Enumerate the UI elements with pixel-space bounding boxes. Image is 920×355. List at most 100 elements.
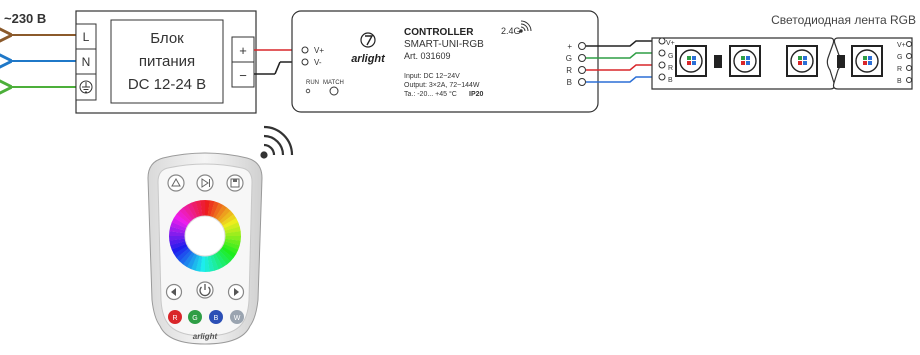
color-wheel-segment[interactable]	[173, 213, 190, 226]
color-wheel-segment[interactable]	[224, 231, 241, 237]
strip-pad-r: R	[668, 65, 673, 72]
power-supply-label-box	[110, 19, 224, 104]
color-wheel-segment[interactable]	[195, 255, 203, 272]
wire-g	[586, 52, 662, 59]
controller-model: SMART-UNI-RGB	[404, 39, 484, 50]
color-wheel-segment[interactable]	[220, 214, 237, 227]
color-wheel-segment[interactable]	[215, 204, 228, 221]
wire-plus	[586, 40, 662, 47]
remote-save-button[interactable]	[226, 174, 244, 192]
color-wheel-segment[interactable]	[191, 201, 200, 218]
match-label: MATCH	[323, 80, 344, 86]
color-wheel-segment[interactable]	[219, 210, 234, 224]
color-wheel-segment[interactable]	[171, 217, 188, 229]
controller: V+ V- arlight CONTROLLER SMART-UNI-RGB A…	[291, 10, 599, 113]
remote-wireless-icon	[260, 125, 294, 159]
color-wheel-segment[interactable]	[210, 201, 219, 218]
wire-r	[586, 64, 662, 71]
color-wheel-segment[interactable]	[205, 200, 210, 217]
remote-red-button[interactable]: R	[168, 310, 182, 324]
color-wheel-segment[interactable]	[219, 248, 234, 262]
terminal-l-label: L	[83, 30, 90, 44]
color-wheel-segment[interactable]	[207, 255, 215, 272]
remote-play-button[interactable]	[196, 174, 214, 192]
spec-ip: IP20	[469, 91, 484, 98]
output-b-label: B	[567, 78, 572, 87]
ground-icon	[79, 80, 93, 94]
output-r-terminal	[578, 66, 586, 74]
wire-b	[586, 76, 662, 83]
supply-plus-label: +	[239, 43, 247, 58]
strip-pad-g-right: G	[897, 54, 902, 61]
color-wheel-segment[interactable]	[179, 207, 193, 222]
color-wheel-segment[interactable]	[170, 222, 187, 231]
color-wheel-segment[interactable]	[224, 238, 241, 246]
color-wheel-segment[interactable]	[171, 243, 188, 254]
output-plus-terminal	[578, 42, 586, 50]
color-wheel-segment[interactable]	[220, 246, 237, 259]
led-strip: V+ G R B V+ G R B	[651, 37, 913, 90]
color-wheel-segment[interactable]	[212, 253, 223, 270]
color-wheel-segment[interactable]	[173, 245, 190, 258]
mains-voltage-label: ~230 В	[4, 11, 46, 26]
strip-pad-b: B	[668, 77, 673, 84]
color-wheel-segment[interactable]	[217, 207, 231, 222]
color-wheel-segment[interactable]	[212, 202, 224, 219]
remote-mode-button[interactable]	[167, 174, 185, 192]
svg-text:G: G	[192, 315, 197, 322]
remote-green-button[interactable]: G	[188, 310, 202, 324]
svg-text:R: R	[172, 315, 177, 322]
strip-led	[851, 45, 883, 77]
color-wheel-segment[interactable]	[169, 238, 186, 246]
power-supply-title-3: DC 12-24 В	[128, 76, 206, 93]
color-wheel-segment[interactable]	[223, 222, 240, 231]
color-wheel-segment[interactable]	[186, 253, 198, 270]
color-wheel-segment[interactable]	[224, 236, 241, 241]
color-wheel-segment[interactable]	[195, 200, 203, 217]
strip-pad-g: G	[668, 53, 673, 60]
color-wheel-segment[interactable]	[207, 200, 215, 217]
color-wheel-segment[interactable]	[169, 231, 186, 236]
strip-pad-vplus: V+	[666, 40, 675, 47]
color-wheel-segment[interactable]	[176, 210, 191, 224]
color-wheel-segment[interactable]	[170, 241, 187, 250]
remote-prev-button[interactable]	[165, 283, 183, 301]
output-plus-label: +	[567, 42, 572, 51]
spec-output: Output: 3×2A, 72~144W	[404, 82, 480, 89]
color-wheel-segment[interactable]	[187, 202, 198, 219]
color-wheel-segment[interactable]	[224, 226, 241, 234]
color-wheel-segment[interactable]	[176, 248, 191, 262]
color-wheel-segment[interactable]	[183, 204, 196, 221]
color-wheel-segment[interactable]	[191, 254, 200, 271]
color-wheel-segment[interactable]	[169, 226, 186, 234]
controller-band: 2.4G	[501, 26, 521, 36]
color-wheel-segment[interactable]	[169, 235, 186, 241]
color-wheel-segment[interactable]	[200, 255, 205, 272]
terminal-n-label: N	[82, 55, 91, 69]
arlight-logo-icon	[360, 32, 376, 48]
spec-temp: Ta.: -20... +45 °C	[404, 90, 457, 98]
color-wheel-segment[interactable]	[223, 241, 240, 250]
remote-control: R G B W arlight	[147, 152, 263, 345]
power-supply-title-1: Блок	[150, 30, 184, 47]
color-wheel-segment[interactable]	[204, 255, 210, 272]
color-wheel-segment[interactable]	[222, 218, 239, 229]
color-wheel-segment[interactable]	[179, 250, 193, 265]
remote-white-button[interactable]: W	[230, 310, 244, 324]
svg-text:B: B	[214, 315, 219, 322]
strip-title: Светодиодная лента RGB	[771, 13, 916, 27]
color-wheel-segment[interactable]	[222, 243, 239, 255]
color-wheel-segment[interactable]	[210, 254, 219, 271]
color-wheel[interactable]	[169, 200, 241, 272]
color-wheel-segment[interactable]	[182, 251, 195, 268]
color-wheel-segment[interactable]	[217, 250, 231, 265]
remote-next-button[interactable]	[227, 283, 245, 301]
strip-pad-r-right: R	[897, 66, 902, 73]
wireless-icon	[519, 20, 532, 33]
match-button[interactable]	[329, 86, 339, 96]
remote-power-button[interactable]	[196, 281, 214, 299]
strip-resistor	[714, 55, 722, 68]
color-wheel-segment[interactable]	[214, 251, 227, 268]
color-wheel-segment[interactable]	[200, 200, 206, 217]
remote-blue-button[interactable]: B	[209, 310, 223, 324]
